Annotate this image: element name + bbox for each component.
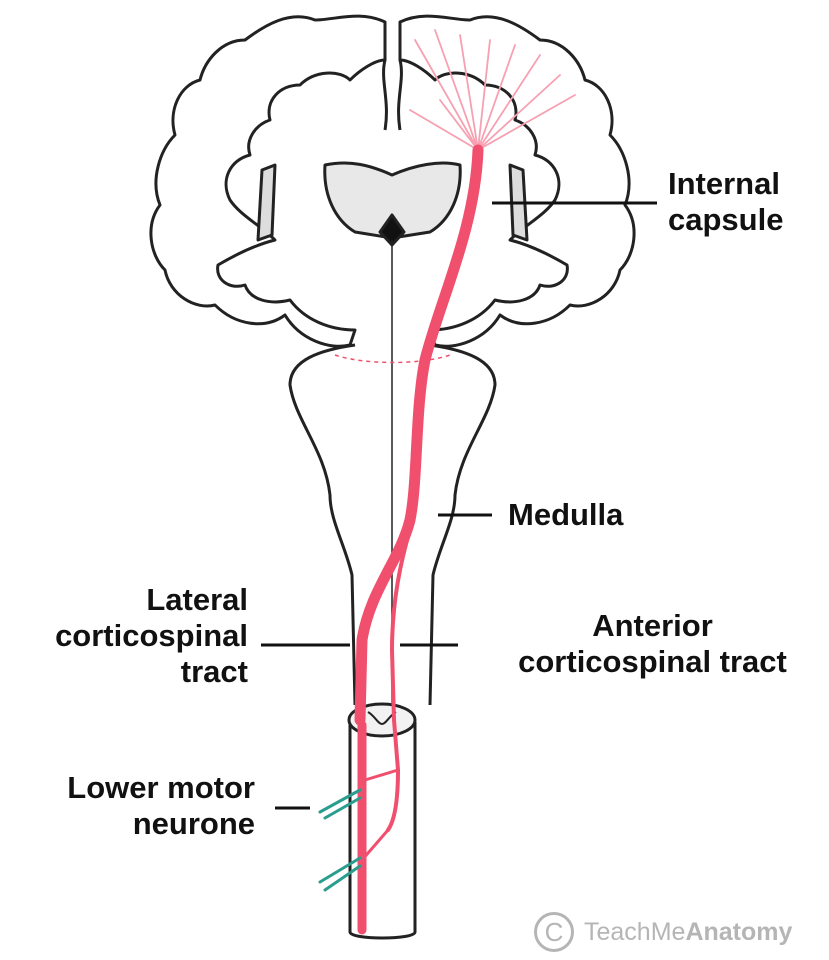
longitudinal-fissure — [384, 22, 402, 130]
label-internal-capsule: Internal capsule — [668, 166, 828, 238]
label-lateral-line3: tract — [0, 654, 248, 690]
label-anterior-line2: corticospinal tract — [480, 644, 825, 680]
label-medulla: Medulla — [508, 497, 623, 533]
label-lateral-line2: corticospinal — [0, 618, 248, 654]
label-anterior-corticospinal-tract: Anterior corticospinal tract — [480, 608, 825, 680]
label-internal-capsule-line1: Internal — [668, 166, 828, 202]
watermark-brand-bold: Anatomy — [685, 918, 792, 947]
watermark-brand-regular: TeachMe — [584, 918, 685, 947]
label-lateral-corticospinal-tract: Lateral corticospinal tract — [0, 582, 248, 690]
brainstem-left-outline — [290, 345, 355, 705]
copyright-icon: C — [534, 912, 574, 952]
label-lmn-line1: Lower motor — [0, 770, 255, 806]
label-anterior-line1: Anterior — [480, 608, 825, 644]
label-internal-capsule-line2: capsule — [668, 202, 828, 238]
label-lateral-line1: Lateral — [0, 582, 248, 618]
label-lmn-line2: neurone — [0, 806, 255, 842]
label-lower-motor-neurone: Lower motor neurone — [0, 770, 255, 842]
cortical-fibres — [410, 30, 575, 150]
left-ventricle — [258, 165, 275, 240]
